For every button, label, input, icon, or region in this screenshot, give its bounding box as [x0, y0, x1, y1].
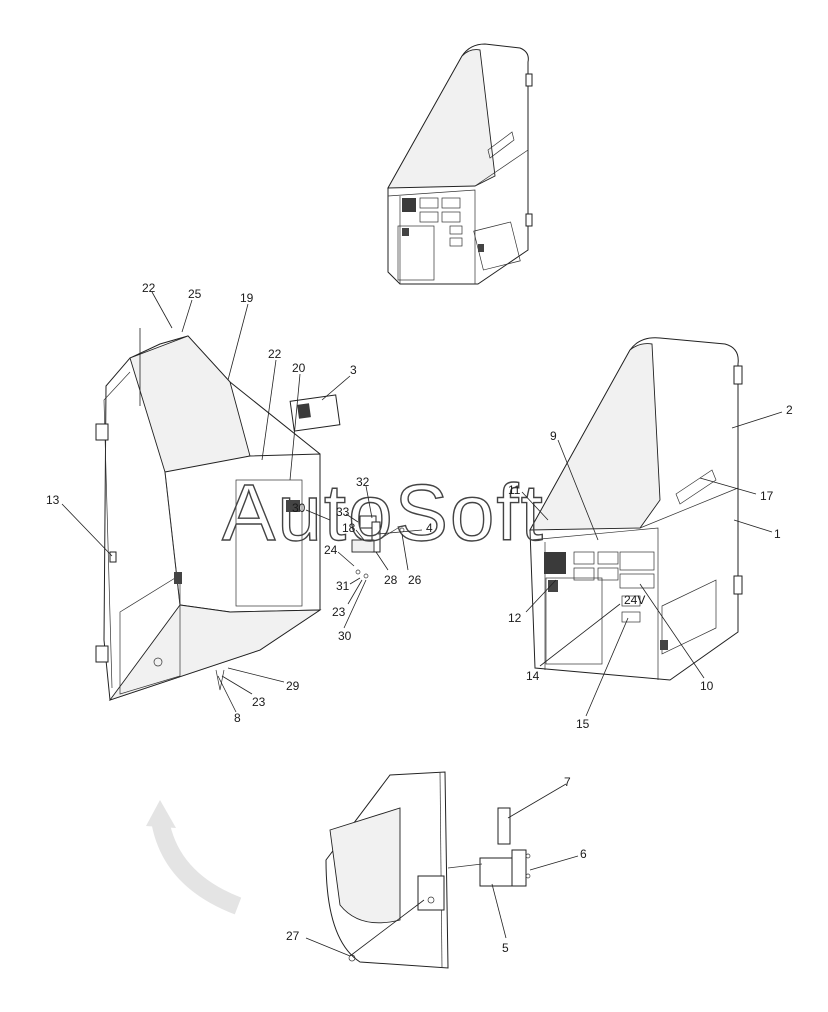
callout-9: 9: [550, 429, 557, 443]
callout-13: 13: [46, 493, 60, 507]
watermark: AutoSoft: [222, 468, 545, 557]
rotation-arrow-icon: [146, 800, 242, 915]
callout-29: 29: [286, 679, 300, 693]
callout-14: 14: [526, 669, 540, 683]
callout-8: 8: [234, 711, 241, 725]
callout-4: 4: [426, 521, 433, 535]
callout-labels: 22 25 19 22 20 3 13 32 30 33 18 4 24 31 …: [46, 281, 793, 955]
top-assembled-cover: [387, 43, 533, 285]
callout-28: 28: [384, 573, 398, 587]
bracket-assembly: [351, 515, 405, 579]
callout-5: 5: [502, 941, 509, 955]
callout-20: 20: [292, 361, 306, 375]
callout-7: 7: [564, 775, 571, 789]
callout-22-mid: 22: [268, 347, 282, 361]
callout-32: 32: [356, 475, 370, 489]
callout-23-mid: 23: [332, 605, 346, 619]
callout-10: 10: [700, 679, 714, 693]
callout-22-top: 22: [142, 281, 156, 295]
callout-23-bottom: 23: [252, 695, 266, 709]
callout-6: 6: [580, 847, 587, 861]
callout-12: 12: [508, 611, 522, 625]
callout-27: 27: [286, 929, 300, 943]
callout-26: 26: [408, 573, 422, 587]
hinge-detail: [325, 771, 531, 969]
control-panel-part: [289, 394, 341, 432]
callout-18: 18: [342, 521, 356, 535]
left-open-cover: [95, 335, 322, 701]
callout-17: 17: [760, 489, 774, 503]
callout-1: 1: [774, 527, 781, 541]
callout-19: 19: [240, 291, 254, 305]
callout-3: 3: [350, 363, 357, 377]
callout-15: 15: [576, 717, 590, 731]
callout-30-lower: 30: [338, 629, 352, 643]
callout-2: 2: [786, 403, 793, 417]
callout-33: 33: [336, 505, 350, 519]
callout-11: 11: [508, 483, 521, 497]
leader-lines: [61, 291, 783, 957]
voltage-badge: 24V: [624, 593, 645, 607]
callout-24: 24: [324, 543, 338, 557]
right-assembled-cover: 24V: [529, 337, 743, 681]
callout-30-upper: 30: [292, 501, 306, 515]
callout-31: 31: [336, 579, 350, 593]
callout-25: 25: [188, 287, 202, 301]
